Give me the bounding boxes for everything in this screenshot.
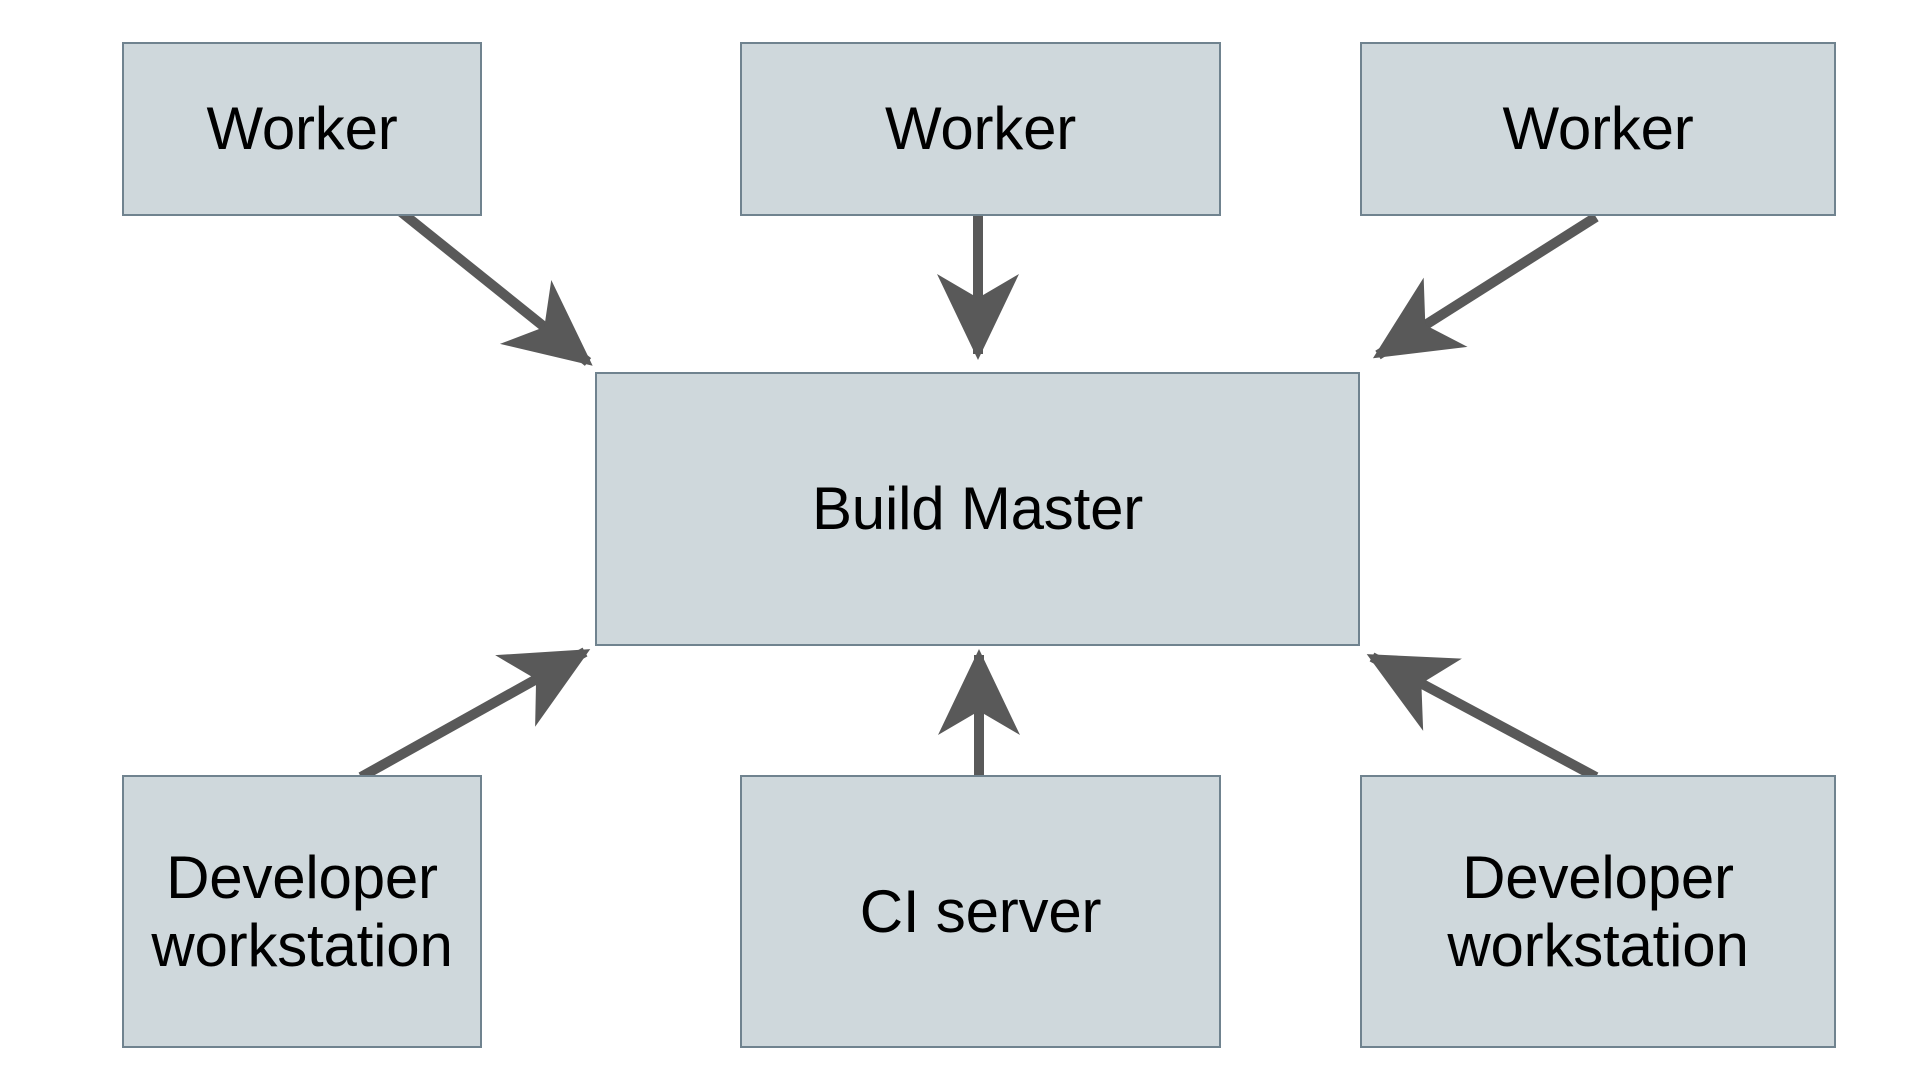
- node-build-master-label: Build Master: [811, 475, 1144, 543]
- edge-dev-ws-2-to-build-master: [1366, 652, 1599, 782]
- node-worker-3[interactable]: Worker: [1360, 42, 1836, 216]
- node-ci-server-label: CI server: [859, 877, 1102, 945]
- node-ci-server[interactable]: CI server: [740, 775, 1221, 1048]
- node-worker-2-label: Worker: [884, 95, 1077, 163]
- node-developer-workstation-2[interactable]: Developer workstation: [1360, 775, 1836, 1048]
- node-worker-2[interactable]: Worker: [740, 42, 1221, 216]
- node-developer-workstation-1[interactable]: Developer workstation: [122, 775, 482, 1048]
- edge-worker-3-to-build-master: [1372, 212, 1599, 360]
- node-build-master[interactable]: Build Master: [595, 372, 1360, 646]
- node-developer-workstation-2-label: Developer workstation: [1447, 844, 1749, 979]
- edge-dev-ws-1-to-build-master: [358, 647, 591, 782]
- node-developer-workstation-1-label: Developer workstation: [151, 844, 453, 979]
- node-worker-1[interactable]: Worker: [122, 42, 482, 216]
- node-worker-1-label: Worker: [206, 95, 398, 163]
- node-worker-3-label: Worker: [1502, 95, 1694, 163]
